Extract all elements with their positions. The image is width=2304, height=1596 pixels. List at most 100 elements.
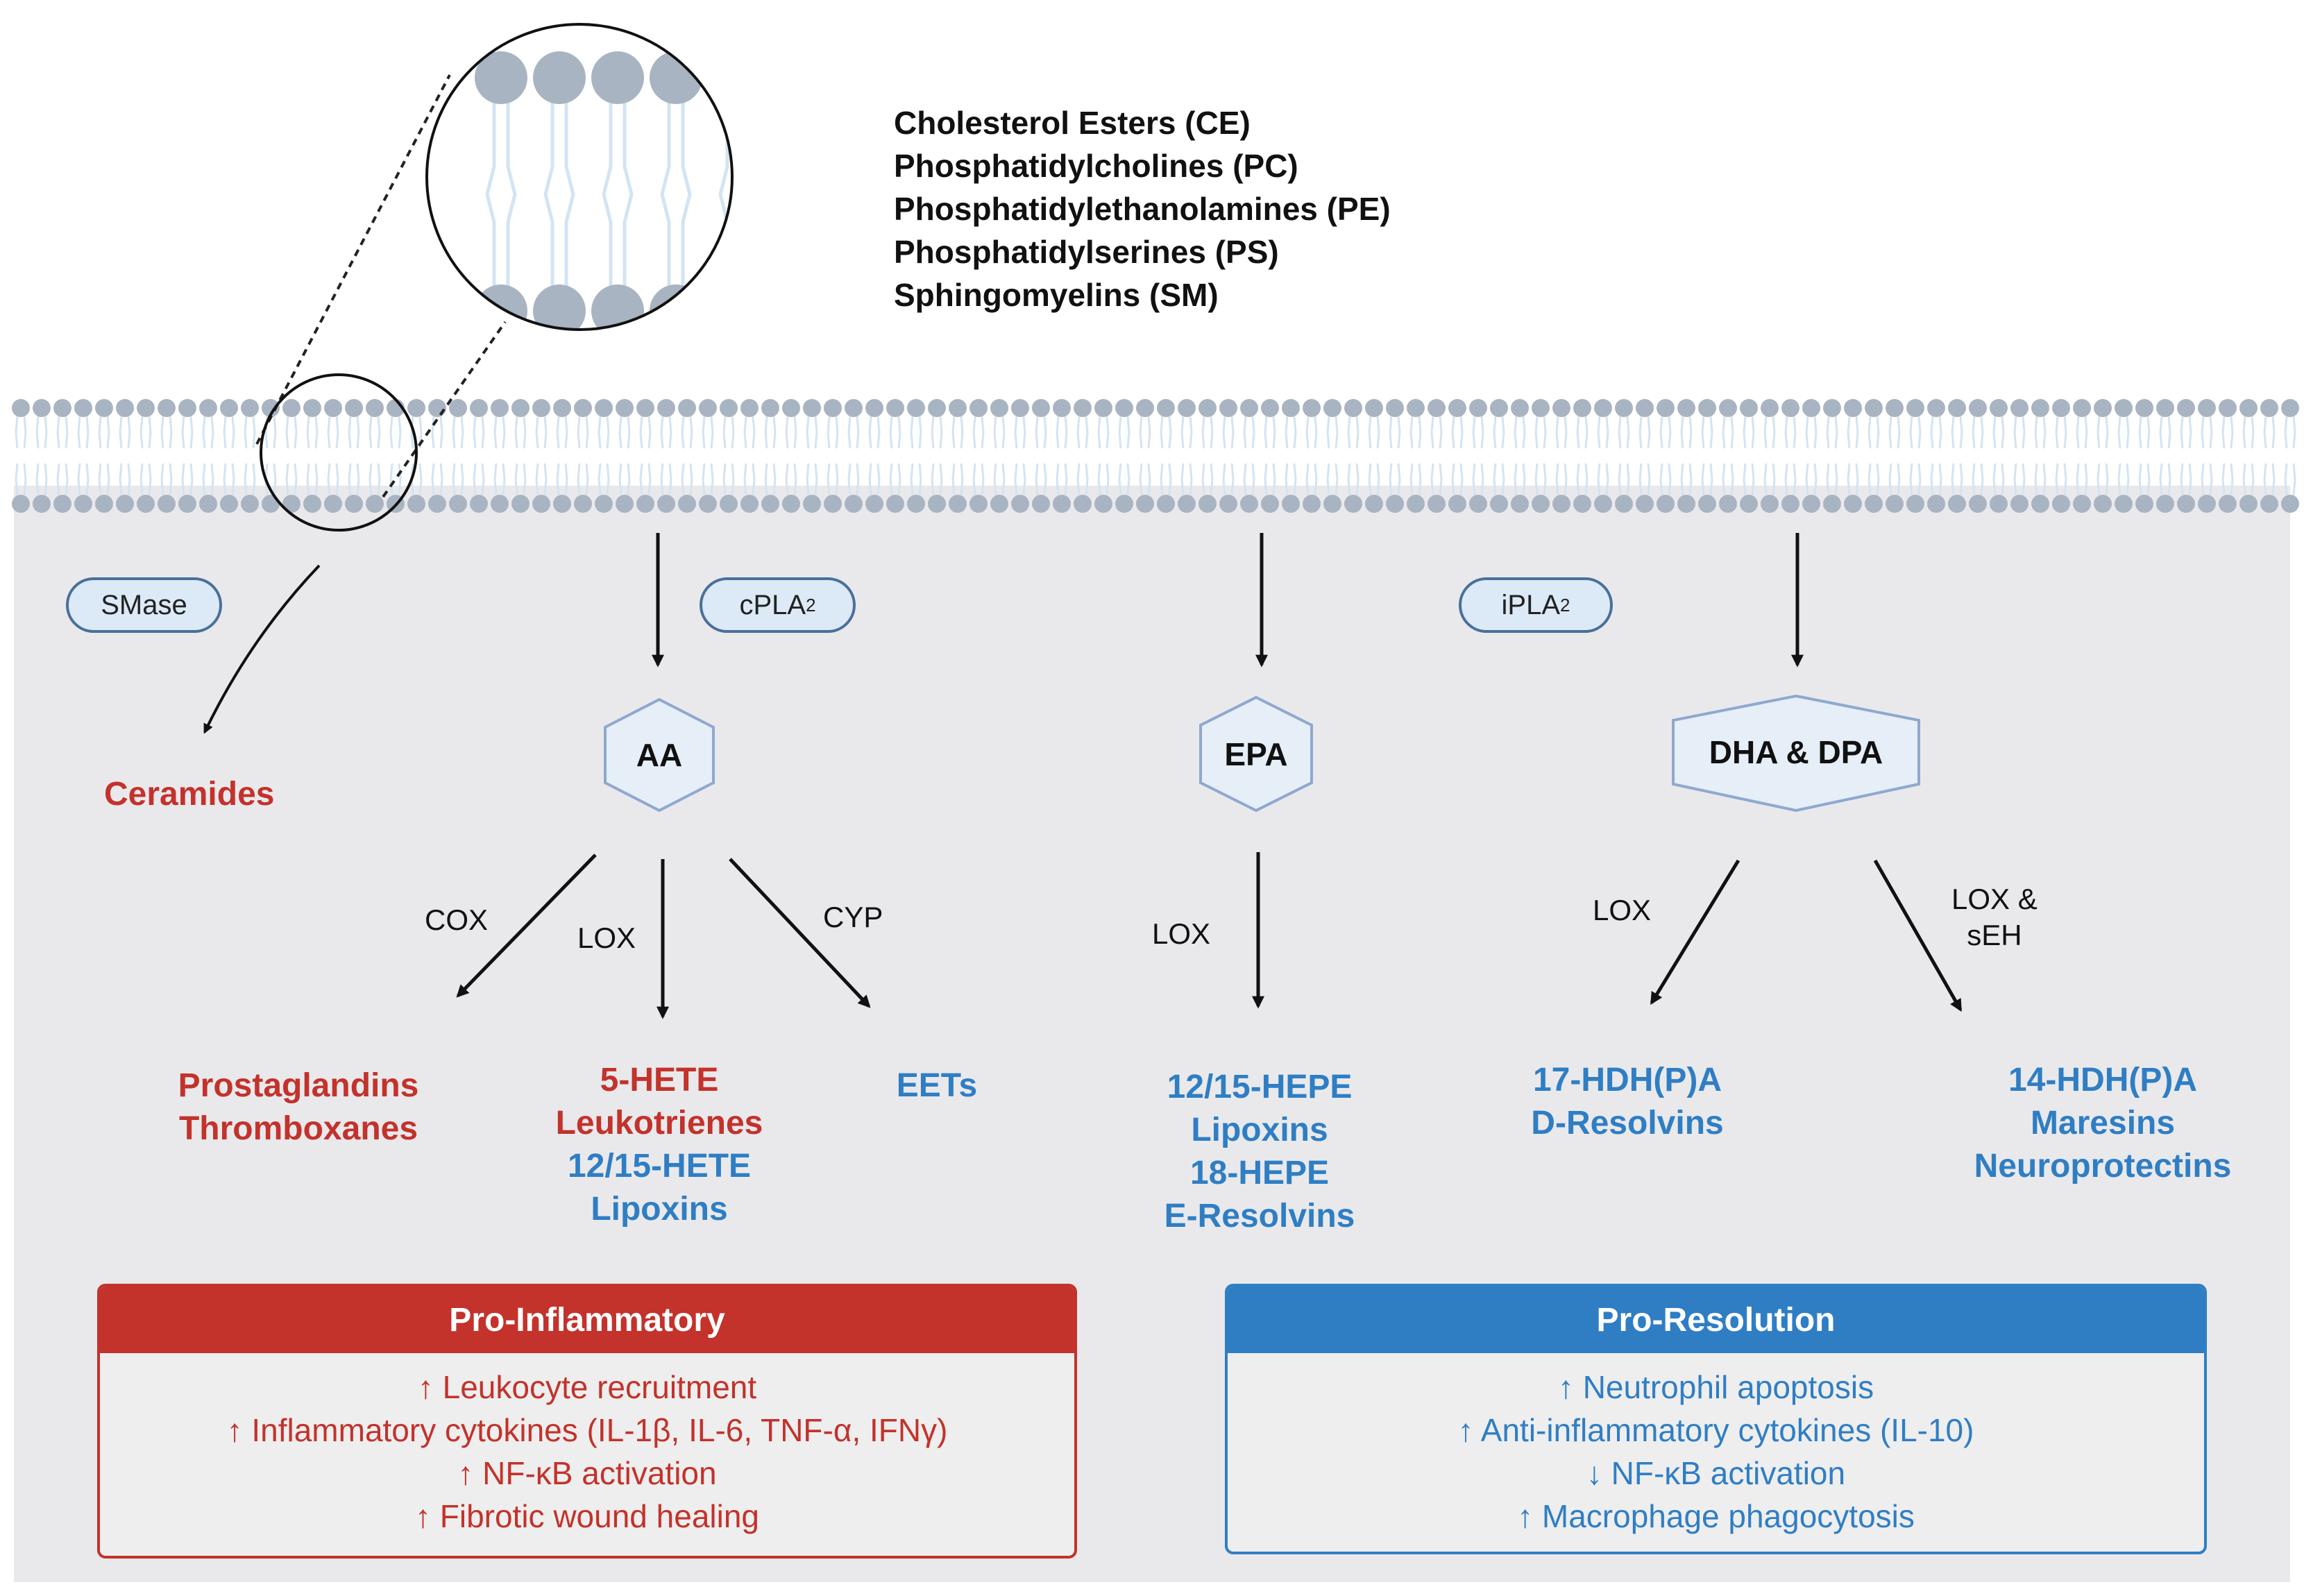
lipid-tail — [2221, 463, 2234, 496]
pro-resolution-panel: Pro-Resolution ↑ Neutrophil apoptosis ↑ … — [1225, 1284, 2207, 1554]
lipid-head — [158, 399, 176, 417]
lipid-tail — [951, 463, 964, 496]
label-lox-aa: LOX — [577, 922, 636, 954]
lipid-head — [2073, 495, 2091, 513]
lipid-head — [1886, 495, 1904, 513]
lipid-tail — [1451, 463, 1464, 496]
arrow-lox-dha — [1650, 859, 1740, 1005]
lipid-head — [1636, 495, 1654, 513]
lipid-head — [2052, 399, 2070, 417]
lipid-tail — [493, 463, 506, 496]
lipid-tail — [1118, 416, 1130, 449]
lipid-head — [1365, 495, 1383, 513]
effect-item: ↑ NF-κB activation — [457, 1455, 717, 1491]
lipid-head — [2239, 495, 2258, 513]
lipid-tail — [1805, 463, 1818, 496]
lipid-head — [907, 495, 925, 513]
lipid-tail — [827, 416, 839, 449]
lipid-head — [1948, 399, 1966, 417]
lipid-tail — [223, 463, 235, 496]
lipid-head — [262, 399, 280, 417]
product-group-epa: 12/15-HEPE Lipoxins 18-HEPE E-Resolvins — [1164, 1069, 1355, 1234]
lipid-head — [949, 399, 967, 417]
lipid-head — [1865, 399, 1883, 417]
lipid-tail — [514, 416, 527, 449]
lipid-head — [1115, 495, 1133, 513]
lipid-tail — [306, 416, 319, 449]
lipid-tail — [56, 463, 69, 496]
lipid-tail — [1201, 416, 1214, 449]
lipid-head — [12, 399, 30, 417]
lipid-head — [1906, 399, 1924, 417]
lipid-head — [1323, 495, 1341, 513]
lipid-tail — [702, 416, 714, 449]
lipid-tail — [2263, 463, 2276, 496]
zoom-lipid-head — [708, 51, 732, 104]
lipid-head — [1886, 399, 1904, 417]
lipid-tail — [1618, 416, 1630, 449]
lipid-tail — [119, 463, 131, 496]
lipid-tail — [98, 416, 110, 449]
lipid-head — [1469, 399, 1487, 417]
lipid-head — [1282, 495, 1300, 513]
lipid-head — [553, 399, 571, 417]
lipid-tail — [1534, 463, 1547, 496]
lipid-tail — [1659, 463, 1672, 496]
lipid-head — [1240, 399, 1258, 417]
lipid-head — [1303, 495, 1321, 513]
lipid-head — [345, 495, 363, 513]
lipid-head — [1677, 399, 1695, 417]
lipid-head — [1323, 399, 1341, 417]
lipid-head — [1552, 399, 1570, 417]
lipid-tail — [868, 416, 881, 449]
lipid-head — [1448, 495, 1466, 513]
lipid-tail — [1847, 463, 1859, 496]
lipid-tail — [473, 463, 485, 496]
lipid-head — [303, 495, 321, 513]
lipid-tail — [806, 416, 818, 449]
lipid-head — [720, 495, 738, 513]
lipid-class-sm: Sphingomyelins (SM) — [894, 277, 1219, 313]
pro-inflammatory-panel: Pro-Inflammatory ↑ Leukocyte recruitment… — [97, 1284, 1077, 1559]
lipid-tail — [910, 463, 922, 496]
lipid-class-pc: Phosphatidylcholines (PC) — [894, 148, 1298, 184]
lipid-head — [1386, 495, 1404, 513]
lipid-head — [491, 495, 509, 513]
lipid-head — [1719, 495, 1737, 513]
lipid-tail — [1638, 416, 1651, 449]
lipid-head — [2198, 495, 2216, 513]
lipid-tail — [2034, 463, 2047, 496]
lipid-tail — [1701, 463, 1713, 496]
lipid-head — [1074, 399, 1092, 417]
lipid-head — [1219, 495, 1237, 513]
lipid-head — [137, 495, 155, 513]
lipid-tail — [1139, 463, 1151, 496]
lipid-tail — [618, 416, 631, 449]
lipid-head — [824, 399, 842, 417]
lipid-head — [1511, 399, 1529, 417]
lipid-tail — [1888, 416, 1901, 449]
lipid-head — [761, 399, 779, 417]
lipid-tail — [2097, 416, 2109, 449]
lipid-tail — [1972, 463, 1984, 496]
lipid-head — [1927, 495, 1945, 513]
lipid-tail — [35, 416, 48, 449]
lipid-head — [1032, 399, 1050, 417]
lipid-tail — [1784, 416, 1797, 449]
lipid-head — [2260, 495, 2278, 513]
lipid-head — [1469, 495, 1487, 513]
lipid-head — [2052, 495, 2070, 513]
lipid-head — [12, 495, 30, 513]
lipid-tail — [1763, 416, 1776, 449]
lipid-tail — [119, 416, 131, 449]
lipid-tail — [1056, 416, 1068, 449]
lipid-tail — [473, 416, 485, 449]
lipid-tail — [1638, 463, 1651, 496]
lipid-tail — [2034, 416, 2047, 449]
lipid-head — [2239, 399, 2258, 417]
lipid-tail — [1930, 463, 1942, 496]
lipid-head — [1386, 399, 1404, 417]
lipid-head — [1906, 495, 1924, 513]
lipid-tail — [223, 416, 235, 449]
lipid-head — [1407, 495, 1425, 513]
